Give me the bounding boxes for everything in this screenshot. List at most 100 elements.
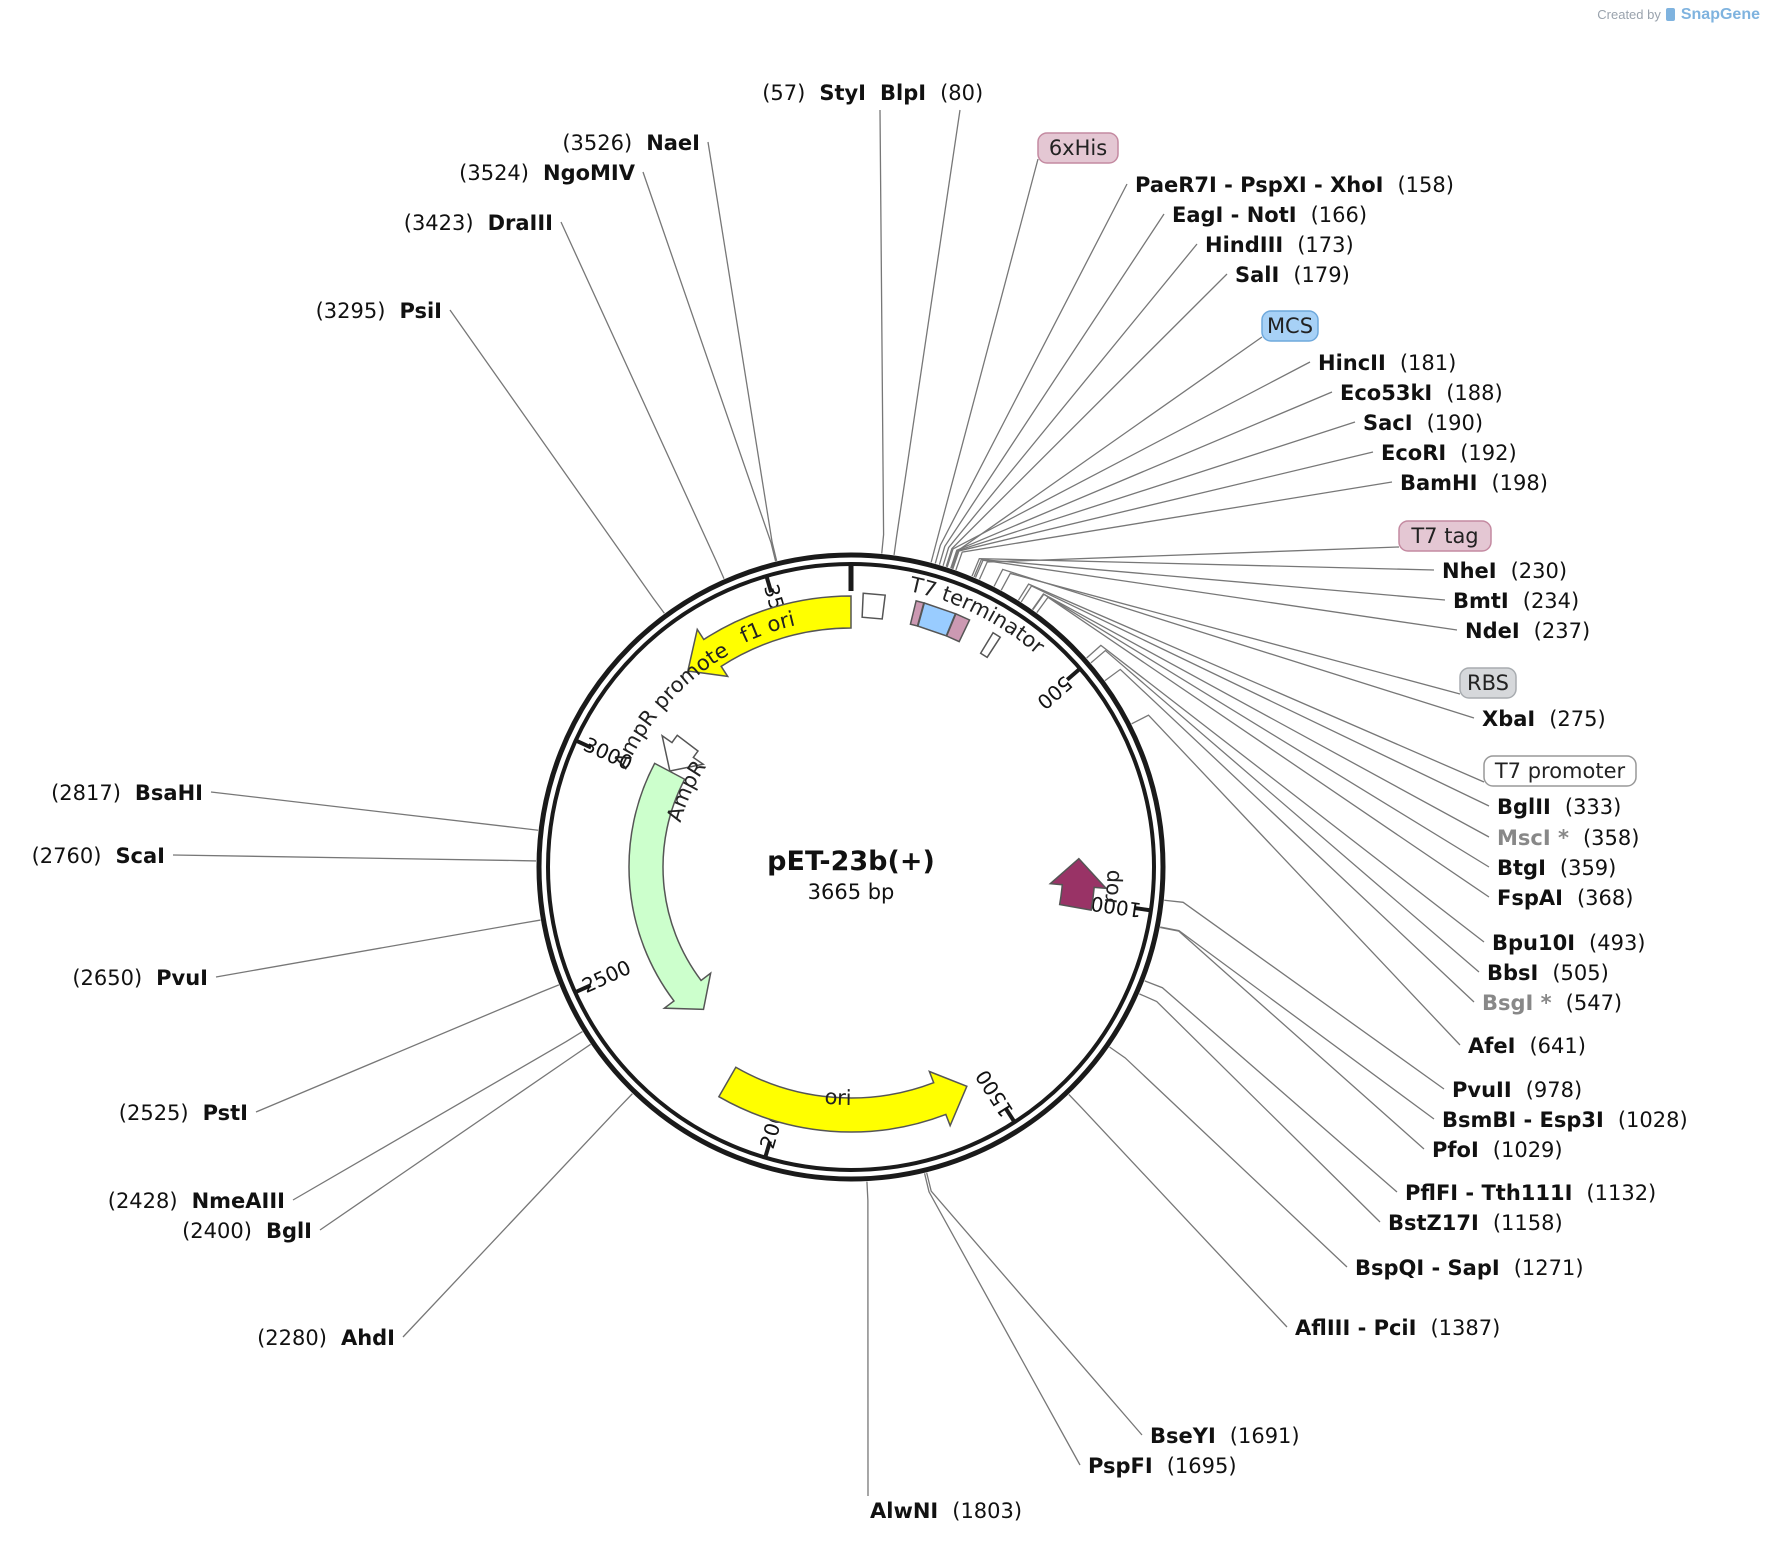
enzyme-name-bbsi: BbsI — [1487, 961, 1538, 985]
leader-afei — [1131, 714, 1461, 1046]
enzyme-name-bseyi: BseYI — [1150, 1424, 1216, 1448]
leader-hincii — [946, 361, 1311, 568]
box-label-t7-tag: T7 tag — [1410, 524, 1478, 548]
enzyme-label-afei: AfeI(641) — [1468, 1034, 1586, 1058]
enzyme-label-nhei: NheI(230) — [1442, 559, 1567, 583]
enzyme-name-pfoi: PfoI — [1432, 1138, 1479, 1162]
enzyme-label-ahdi: (2280)AhdI — [257, 1326, 395, 1350]
leader-xbai — [993, 568, 1475, 719]
tick-label-1500: 1500 — [971, 1066, 1019, 1122]
enzyme-name-bstz17i: BstZ17I — [1388, 1211, 1479, 1235]
enzyme-label-bpu10i: Bpu10I(493) — [1492, 931, 1646, 955]
enzyme-name-sali: SalI — [1235, 263, 1279, 287]
enzyme-label-xbai: XbaI(275) — [1482, 707, 1606, 731]
leader-ecori — [952, 451, 1374, 570]
enzyme-position-bgli: (2400) — [182, 1219, 252, 1243]
tick-mark-3000 — [574, 738, 592, 750]
enzyme-name-bmti: BmtI — [1453, 589, 1509, 613]
enzyme-leader-lines — [172, 109, 1490, 1497]
leader-eco53ki — [950, 391, 1333, 569]
enzyme-position-pfoi: (1029) — [1493, 1138, 1563, 1162]
leader-bpu10i — [1086, 644, 1485, 943]
enzyme-name-bamhi: BamHI — [1400, 471, 1477, 495]
leader-btgi — [1032, 593, 1490, 868]
leader-bsgi — [1104, 668, 1475, 1003]
tick-mark-1000 — [1133, 905, 1152, 913]
enzyme-position-nhei: (230) — [1511, 559, 1567, 583]
plasmid-length: 3665 bp — [808, 880, 895, 904]
enzyme-label-saci: SacI (190) — [1363, 411, 1483, 435]
enzyme-position-bseyi: (1691) — [1230, 1424, 1300, 1448]
leader-pflfi-tth111i — [1144, 980, 1398, 1193]
enzyme-position-bsahi: (2817) — [51, 781, 121, 805]
enzyme-name-afliii-pcii: AflIII - PciI — [1295, 1316, 1416, 1340]
enzyme-label-nmeaiii: (2428)NmeAIII — [108, 1189, 285, 1213]
enzyme-name-naei: NaeI — [646, 131, 700, 155]
enzyme-name-psii: PsiI — [399, 299, 442, 323]
leader-afliii-pcii — [1068, 1094, 1288, 1328]
enzyme-name-bsgi: BsgI * — [1482, 991, 1552, 1015]
enzyme-position-ngomiv: (3524) — [459, 161, 529, 185]
enzyme-position-nmeaiii: (2428) — [108, 1189, 178, 1213]
enzyme-name-ecori: EcoRI — [1381, 441, 1446, 465]
box-t7-tag — [1398, 520, 1492, 552]
enzyme-label-ngomiv: (3524)NgoMIV — [459, 161, 636, 185]
enzyme-name-eagi-noti: EagI - NotI — [1172, 203, 1297, 227]
enzyme-position-paer7i-pspxi-xhoi: (158) — [1397, 173, 1453, 197]
feature-ampr-promoter — [660, 734, 706, 772]
enzyme-name-ahdi: AhdI — [341, 1326, 395, 1350]
leader-bbsi — [1090, 649, 1480, 973]
enzyme-label-hindiii: HindIII(173) — [1205, 233, 1354, 257]
leader-bsmbi-esp3i — [1160, 926, 1435, 1120]
snapgene-logo-icon — [1665, 8, 1675, 21]
enzyme-name-xbai: XbaI — [1482, 707, 1535, 731]
enzyme-label-afliii-pcii: AflIII - PciI (1387) — [1295, 1316, 1500, 1340]
enzyme-name-ndei: NdeI — [1465, 619, 1520, 643]
enzyme-position-bpu10i: (493) — [1589, 931, 1645, 955]
enzyme-label-bamhi: BamHI(198) — [1400, 471, 1548, 495]
leader-fspai — [1036, 596, 1490, 898]
enzyme-position-fspai: (368) — [1577, 886, 1633, 910]
feature-ampr — [628, 762, 712, 1011]
leader-box-t7-promoter — [1017, 583, 1485, 783]
enzyme-name-btgi: BtgI — [1497, 856, 1546, 880]
enzyme-position-afliii-pcii: (1387) — [1430, 1316, 1500, 1340]
enzyme-name-pspfi: PspFI — [1088, 1454, 1153, 1478]
enzyme-name-hindiii: HindIII — [1205, 233, 1283, 257]
enzyme-name-fspai: FspAI — [1497, 886, 1563, 910]
plasmid-name: pET-23b(+) — [767, 846, 935, 877]
leader-bstz17i — [1139, 993, 1381, 1223]
enzyme-position-pspfi: (1695) — [1167, 1454, 1237, 1478]
enzyme-position-styi: (57) — [762, 81, 805, 105]
enzyme-position-draiii: (3423) — [404, 211, 474, 235]
leader-paer7i-pspxi-xhoi — [934, 183, 1128, 564]
feature-rop — [1048, 857, 1108, 912]
enzyme-position-psti: (2525) — [119, 1101, 189, 1125]
plasmid-backbone — [536, 552, 1166, 1182]
enzyme-position-btgi: (359) — [1560, 856, 1616, 880]
feature-ori — [717, 1066, 968, 1133]
enzyme-label-sali: SalI(179) — [1235, 263, 1350, 287]
enzyme-label-bgli: (2400)BglI — [182, 1219, 312, 1243]
leader-pvuii — [1164, 899, 1445, 1090]
enzyme-label-fspai: FspAI (368) — [1497, 886, 1633, 910]
feature-label-ori: ori — [824, 1085, 852, 1110]
feature-t7-promoter — [979, 631, 1002, 659]
enzyme-position-pvui: (2650) — [72, 966, 142, 990]
leader-psti — [255, 984, 560, 1113]
enzyme-label-eagi-noti: EagI - NotI (166) — [1172, 203, 1367, 227]
enzyme-label-pflfi-tth111i: PflFI - Tth111I(1132) — [1405, 1181, 1656, 1205]
enzyme-position-blpi: (80) — [940, 81, 983, 105]
leader-bseyi — [926, 1172, 1143, 1436]
enzyme-position-eagi-noti: (166) — [1311, 203, 1367, 227]
tick-mark-1500 — [1003, 1106, 1017, 1124]
feature-t7-tag — [945, 612, 971, 643]
leader-box-t7-tag — [978, 546, 1400, 580]
leader-scai — [172, 854, 537, 862]
enzyme-name-saci: SacI — [1363, 411, 1413, 435]
enzyme-position-saci: (190) — [1427, 411, 1483, 435]
enzyme-name-styi: StyI — [819, 81, 866, 105]
